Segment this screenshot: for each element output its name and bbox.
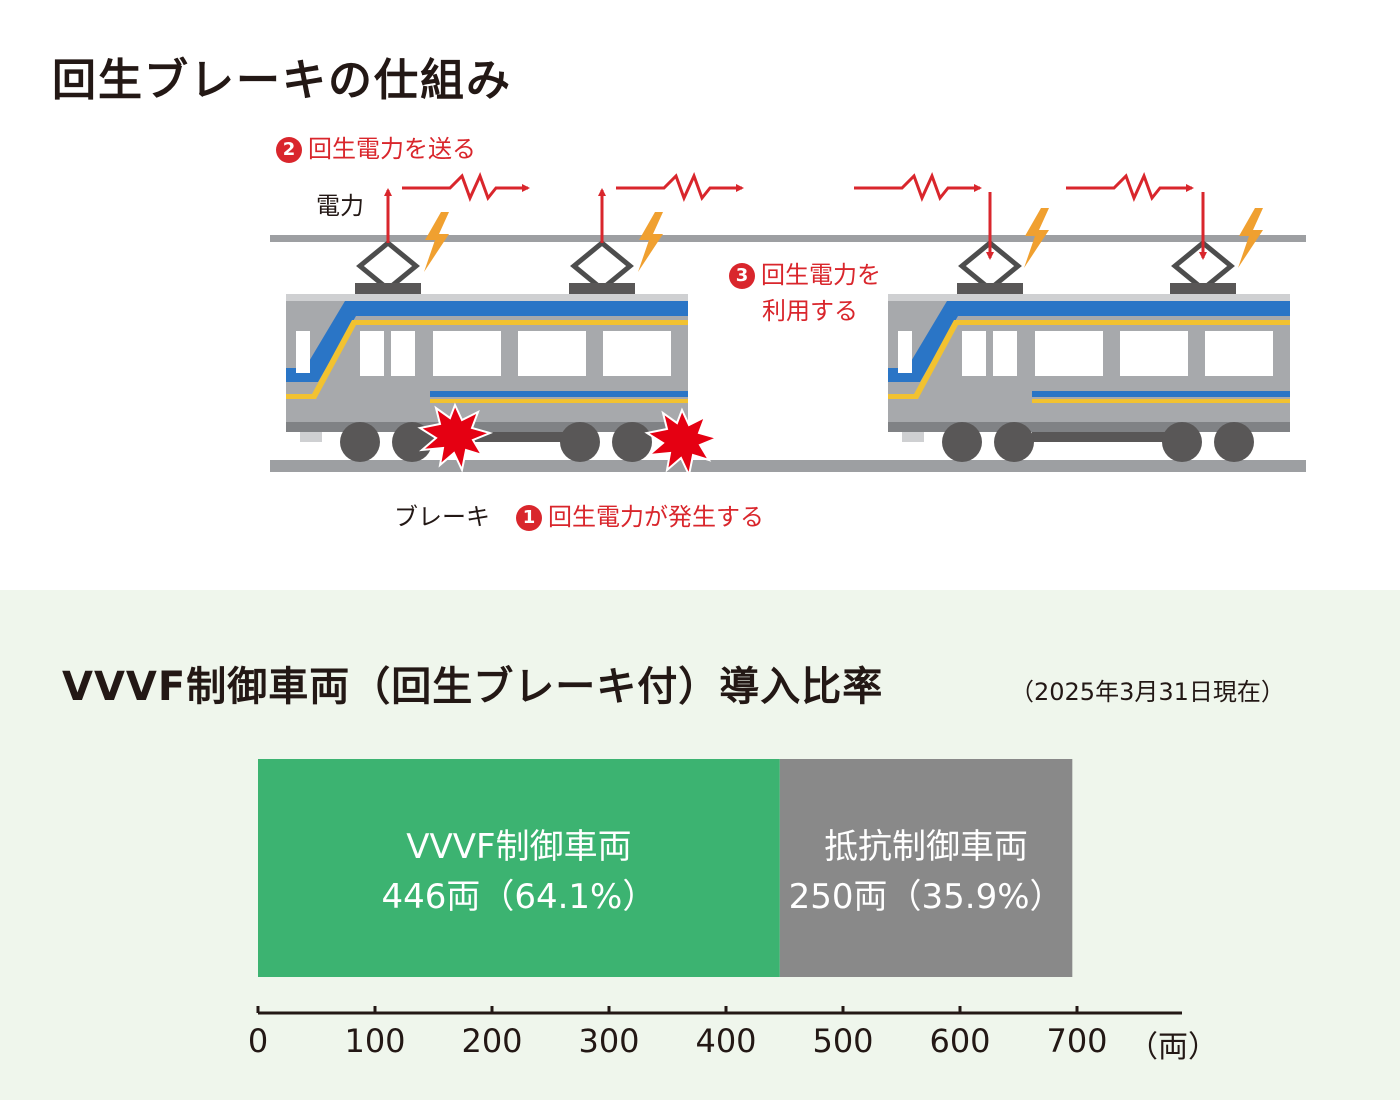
lightning-icon — [424, 212, 449, 272]
rail-track — [270, 460, 1306, 472]
x-tick-label: 100 — [344, 1022, 406, 1060]
pantograph — [569, 239, 635, 295]
x-tick-label: 0 — [247, 1022, 269, 1060]
series-name: 抵抗制御車両 — [824, 827, 1029, 867]
chart-subtitle: （2025年3月31日現在） — [1010, 678, 1285, 706]
pantograph — [1170, 239, 1236, 295]
step-number-badge: 1 — [516, 505, 542, 531]
power-flow-arrow — [1066, 172, 1194, 202]
train-right — [888, 239, 1290, 462]
lightning-icon — [1024, 208, 1049, 268]
series-value: 250両（35.9%） — [788, 877, 1064, 917]
brake-label: ブレーキ — [394, 503, 490, 531]
step-number-badge: 2 — [276, 137, 302, 163]
regen-brake-diagram — [270, 172, 1306, 479]
x-tick-label: 600 — [929, 1022, 991, 1060]
step-3-label-line2: 利用する — [762, 297, 858, 325]
brake-spark-icon — [644, 407, 721, 479]
x-tick-label: 400 — [695, 1022, 757, 1060]
chart-title: VVVF制御車両（回生ブレーキ付）導入比率 — [62, 664, 884, 710]
power-label: 電力 — [316, 192, 364, 220]
bar-segment-label: 抵抗制御車両 250両（35.9%） — [780, 822, 1073, 922]
power-flow-arrow — [854, 172, 982, 202]
power-flow-arrow — [402, 172, 530, 202]
step-number-badge: 3 — [729, 263, 755, 289]
diagram-title: 回生ブレーキの仕組み — [52, 55, 512, 106]
train-left — [286, 239, 721, 479]
lightning-icon — [638, 212, 663, 272]
brake-spark-icon — [417, 402, 494, 474]
bar-segment-2 — [779, 759, 1073, 977]
series-name: VVVF制御車両 — [406, 827, 632, 867]
x-tick-label: 200 — [461, 1022, 523, 1060]
power-flow-arrow — [616, 172, 744, 202]
x-tick-label: 300 — [578, 1022, 640, 1060]
pantograph — [355, 239, 421, 295]
x-tick-label: 500 — [812, 1022, 874, 1060]
overhead-wire — [270, 235, 1306, 242]
x-tick-label: 700 — [1046, 1022, 1108, 1060]
pantograph — [957, 239, 1023, 295]
series-value: 446両（64.1%） — [381, 877, 657, 917]
lightning-icon — [1238, 208, 1263, 268]
axis-unit-label: （両） — [1128, 1030, 1218, 1065]
bar-segment-label: VVVF制御車両 446両（64.1%） — [258, 822, 780, 922]
bar-segment-1 — [258, 759, 780, 977]
